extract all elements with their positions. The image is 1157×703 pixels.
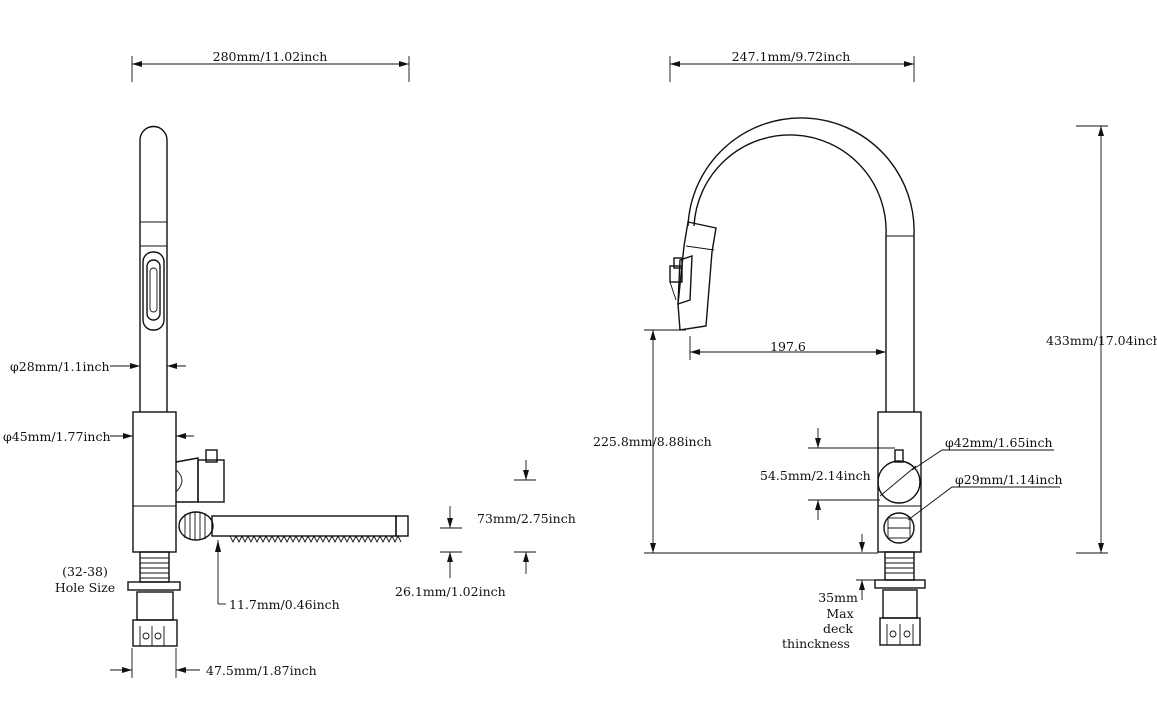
side-handle-joint <box>175 457 199 503</box>
side-spout-diameter-label: φ28mm/1.1inch <box>10 359 110 374</box>
front-handle <box>877 460 921 504</box>
front-total-height-label: 433mm/17.04inch <box>1046 333 1157 348</box>
side-handle-offset-label: 11.7mm/0.46inch <box>229 597 340 612</box>
front-button-diameter-label: φ29mm/1.14inch <box>955 472 1063 487</box>
side-spray-button <box>142 251 165 331</box>
front-hose-connector <box>882 589 918 619</box>
front-gooseneck <box>693 134 887 412</box>
front-deck-line2-label: deck <box>823 621 853 636</box>
front-deck-value-label: 35mm <box>818 590 858 605</box>
front-handle-diameter-label: φ42mm/1.65inch <box>945 435 1053 450</box>
side-body <box>132 411 177 553</box>
front-spray-head <box>677 221 717 331</box>
side-lever-grip <box>178 511 214 541</box>
side-lever-base-label: 26.1mm/1.02inch <box>395 584 506 599</box>
side-hole-size-label: Hole Size <box>55 580 115 595</box>
front-deck-line3-label: thinckness <box>782 636 850 651</box>
side-hose-connector <box>136 591 174 621</box>
side-hole-size-range: (32-38) <box>62 564 108 579</box>
side-overall-width-label: 280mm/11.02inch <box>213 49 328 64</box>
side-shank <box>139 551 170 583</box>
side-lever-height-label: 73mm/2.75inch <box>477 511 576 526</box>
front-handle-offset-label: 54.5mm/2.14inch <box>760 468 871 483</box>
side-spout <box>139 125 168 412</box>
side-base-width-label: 47.5mm/1.87inch <box>206 663 317 678</box>
front-overall-width-label: 247.1mm/9.72inch <box>732 49 851 64</box>
front-shank <box>884 551 915 581</box>
front-reach-label: 197.6 <box>770 339 806 354</box>
side-body-diameter-label: φ45mm/1.77inch <box>3 429 111 444</box>
front-spout-height-label: 225.8mm/8.88inch <box>593 434 712 449</box>
front-button <box>883 512 915 544</box>
side-lever <box>211 515 397 537</box>
side-handle-knob <box>205 449 218 463</box>
front-view <box>644 56 1108 646</box>
side-view <box>110 56 536 678</box>
front-deck-line1-label: Max <box>826 606 853 621</box>
